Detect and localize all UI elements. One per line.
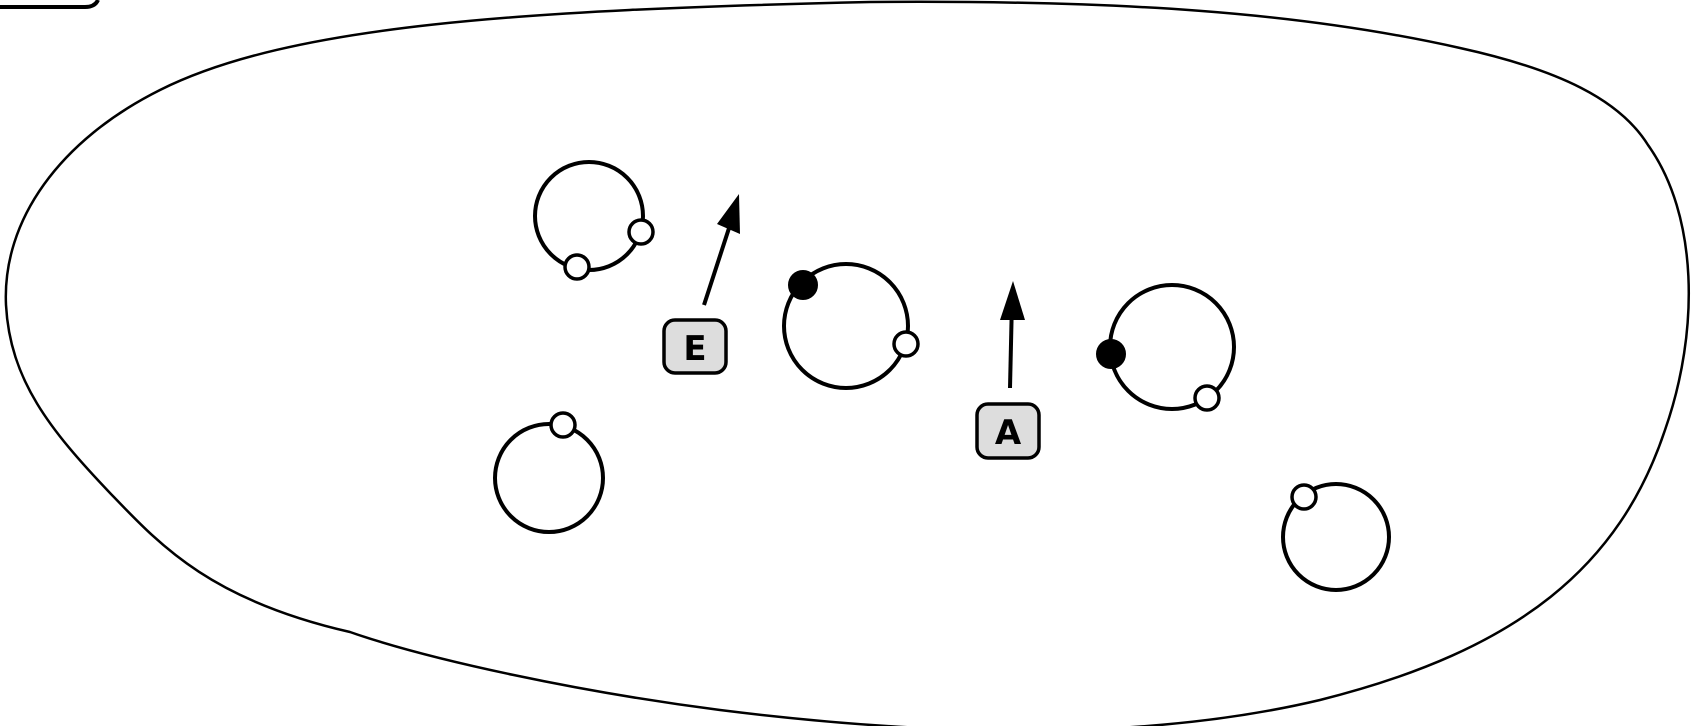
loop-3-port-filled[interactable]: [788, 270, 818, 300]
arrow-a: [1000, 281, 1025, 389]
corner-fragment: [0, 0, 100, 9]
loop-3-ring: [782, 262, 910, 390]
loop-3: [782, 262, 920, 390]
loop-2-ring: [493, 422, 605, 534]
arrow-a-head-icon: [1000, 281, 1025, 320]
outer-boundary: [4, 0, 1691, 726]
label-a-text: A: [995, 413, 1022, 453]
arrow-e-shaft: [702, 221, 733, 306]
loop-2-port-top[interactable]: [549, 411, 577, 439]
loop-1: [533, 160, 655, 281]
loop-1-port-right[interactable]: [627, 218, 655, 246]
loop-4-port-filled[interactable]: [1096, 339, 1126, 369]
loop-5-port-top[interactable]: [1290, 483, 1318, 511]
arrow-e-head-icon: [717, 194, 740, 234]
loop-5: [1281, 482, 1391, 592]
label-e-box: [662, 318, 728, 375]
loop-1-ring: [533, 160, 645, 272]
label-a[interactable]: A: [975, 402, 1041, 460]
loop-1-port-bottom[interactable]: [563, 253, 591, 281]
loop-5-ring: [1281, 482, 1391, 592]
loop-2: [493, 411, 605, 534]
loop-3-port-right[interactable]: [892, 330, 920, 358]
loop-4-port-bottom[interactable]: [1193, 384, 1221, 412]
label-a-box: [975, 402, 1041, 460]
label-e-text: E: [683, 329, 706, 369]
arrow-e: [702, 194, 740, 306]
label-e[interactable]: E: [662, 318, 728, 375]
loop-4: [1096, 283, 1236, 412]
